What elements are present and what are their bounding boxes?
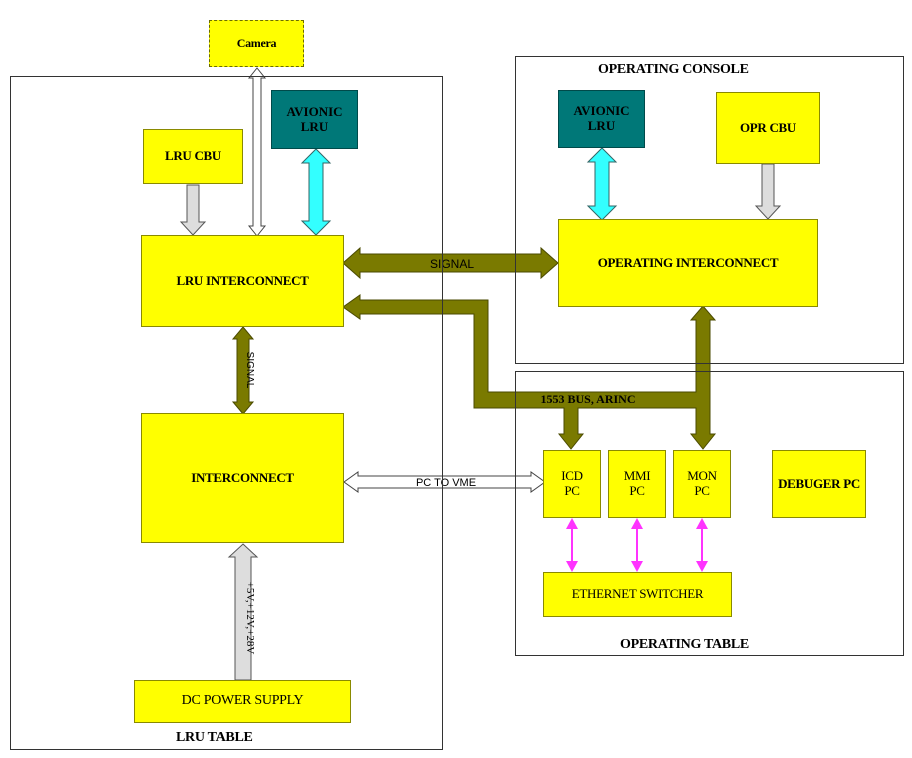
avionic-lru-right-block: AVIONIC LRU: [558, 90, 645, 148]
avionic-lru-left-block: AVIONIC LRU: [271, 90, 358, 149]
signal-horizontal-label: SIGNAL: [430, 257, 474, 271]
mmi-pc-label: MMI PC: [623, 468, 651, 498]
icd-pc-block: ICD PC: [543, 450, 601, 518]
pc-to-vme-label: PC TO VME: [416, 477, 476, 489]
ethernet-switcher-block: ETHERNET SWITCHER: [543, 572, 732, 617]
dc-power-supply-block: DC POWER SUPPLY: [134, 680, 351, 723]
lru-cbu-block: LRU CBU: [143, 129, 243, 184]
lru-table-title: LRU TABLE: [176, 730, 253, 745]
avionic-lru-left-label: AVIONIC LRU: [286, 103, 343, 134]
opr-cbu-block: OPR CBU: [716, 92, 820, 164]
lru-table-region: [10, 76, 443, 750]
operating-table-region: [515, 371, 904, 656]
dc-power-supply-label: DC POWER SUPPLY: [181, 693, 304, 709]
icd-pc-label: ICD PC: [561, 468, 583, 498]
interconnect-label: INTERCONNECT: [191, 469, 294, 485]
lru-cbu-arrow: [179, 184, 207, 236]
power-label: +5V,+12V,+28V: [244, 582, 256, 655]
ethernet-switcher-label: ETHERNET SWITCHER: [571, 586, 704, 602]
ethernet-icd-arrow: [566, 518, 578, 572]
opr-cbu-arrow: [754, 163, 782, 220]
mmi-pc-block: MMI PC: [608, 450, 666, 518]
lru-interconnect-label: LRU INTERCONNECT: [176, 272, 309, 288]
operating-console-region: [515, 56, 904, 364]
opr-cbu-label: OPR CBU: [739, 119, 797, 135]
lru-interconnect-block: LRU INTERCONNECT: [141, 235, 344, 327]
lru-cbu-label: LRU CBU: [164, 148, 222, 164]
camera-block: Camera: [209, 20, 304, 67]
operating-interconnect-block: OPERATING INTERCONNECT: [558, 219, 818, 307]
bus-label: 1553 BUS, ARINC: [540, 392, 635, 406]
ethernet-mon-arrow: [696, 518, 708, 572]
mon-pc-label: MON PC: [687, 468, 717, 498]
interconnect-block: INTERCONNECT: [141, 413, 344, 543]
operating-table-title: OPERATING TABLE: [620, 637, 749, 652]
debuger-pc-block: DEBUGER PC: [772, 450, 866, 518]
mon-pc-block: MON PC: [673, 450, 731, 518]
operating-console-title: OPERATING CONSOLE: [598, 62, 749, 77]
bus-network-arrow: [342, 294, 717, 450]
signal-vertical-label: SIGNAL: [244, 352, 255, 389]
avionic-lru-right-label: AVIONIC LRU: [573, 103, 630, 133]
camera-label: Camera: [236, 35, 277, 50]
debuger-pc-label: DEBUGER PC: [778, 475, 860, 491]
operating-interconnect-label: OPERATING INTERCONNECT: [597, 254, 779, 270]
ethernet-mmi-arrow: [631, 518, 643, 572]
